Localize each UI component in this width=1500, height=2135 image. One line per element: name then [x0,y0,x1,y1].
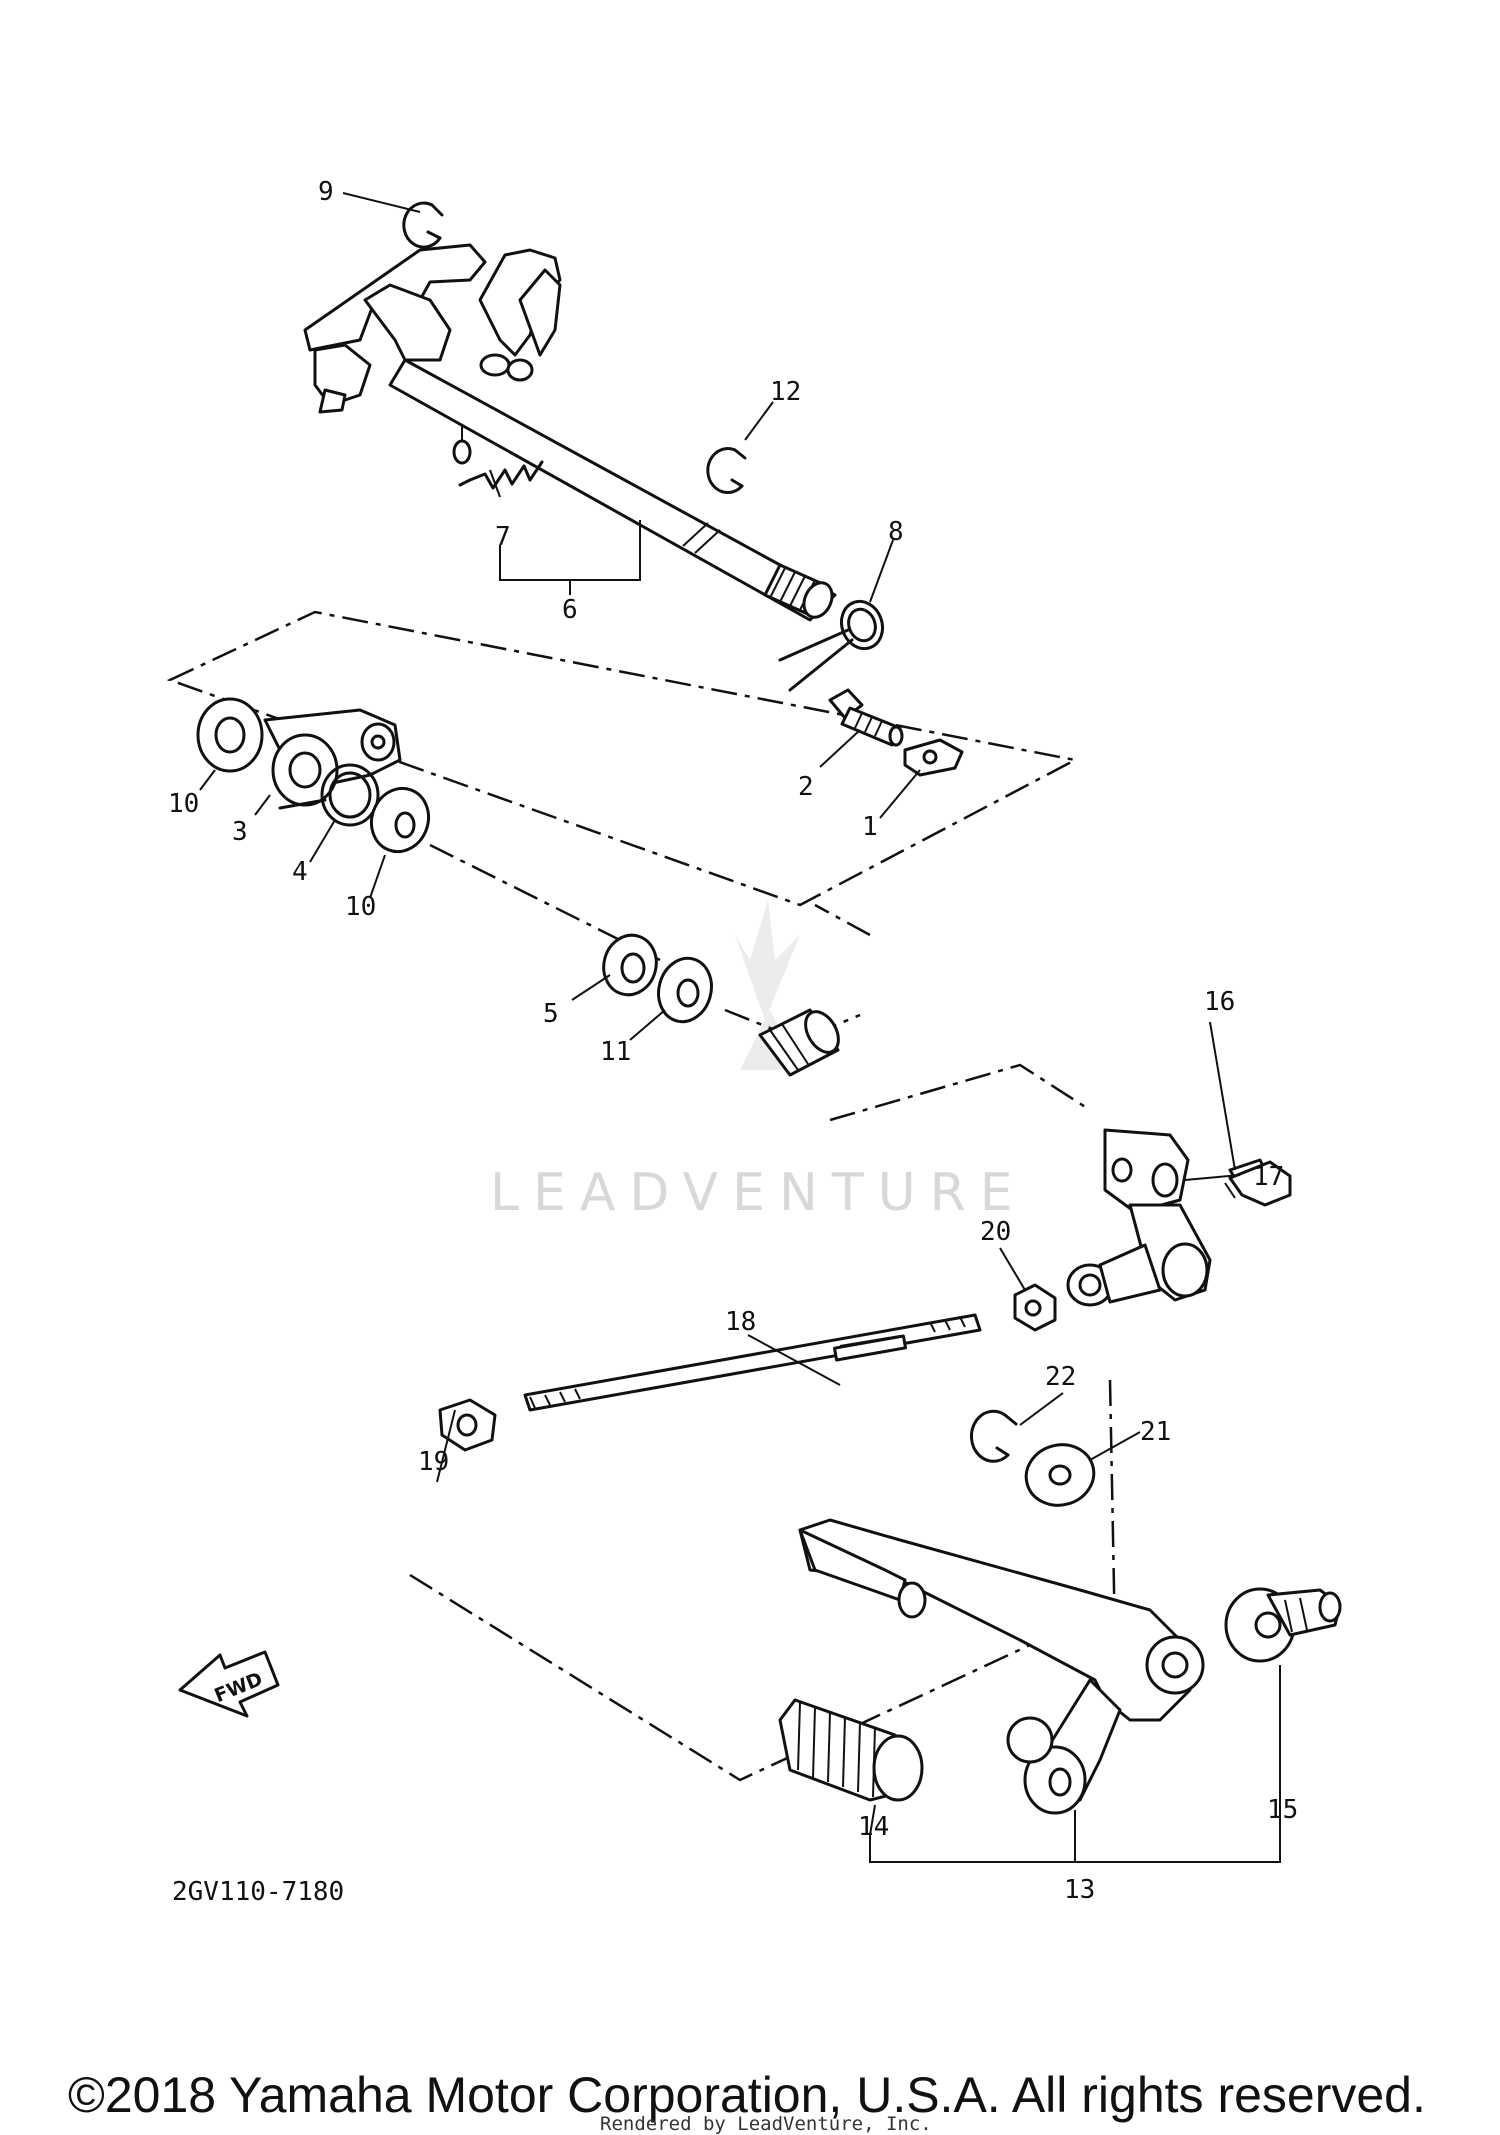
callout-6: 6 [562,595,578,625]
callout-1: 1 [862,812,878,842]
fwd-arrow-icon: FWD [178,1650,280,1718]
collar-5 [602,933,658,997]
watermark-text: LEADVENTURE [490,1163,1027,1223]
arm-17 [1066,1128,1212,1307]
callout-20: 20 [980,1217,1011,1247]
circlip-12 [706,447,747,494]
rendered-by-notice: Rendered by LeadVenture, Inc. [600,2113,932,2135]
spring-4 [278,763,380,827]
callout-12: 12 [770,377,801,407]
washer-11 [657,956,713,1024]
callout-4: 4 [292,857,308,887]
callout-18: 18 [725,1307,756,1337]
assembly-bracket-6 [499,520,641,595]
callout-10b: 10 [345,892,376,922]
shift-shaft-assembly [303,243,837,622]
callout-7: 7 [495,522,511,552]
pivot-bolt-15 [1224,1587,1342,1663]
nut-20 [1013,1283,1057,1332]
callout-2: 2 [798,772,814,802]
washer-21 [1024,1443,1096,1507]
circlip-22 [969,1409,1018,1463]
shift-pedal-13 [798,1518,1205,1815]
callout-21: 21 [1140,1417,1171,1447]
plate-1 [903,738,964,777]
callout-8: 8 [888,517,904,547]
callout-22: 22 [1045,1362,1076,1392]
callout-14: 14 [858,1812,889,1842]
callout-16: 16 [1204,987,1235,1017]
torsion-spring-8 [778,599,885,692]
watermark: LEADVENTURE [490,900,1027,1223]
callout-13: 13 [1064,1875,1095,1905]
bolt-2 [828,688,904,747]
copyright-notice: ©2018 Yamaha Motor Corporation, U.S.A. A… [68,2067,1426,2123]
tie-rod-18 [523,1313,982,1412]
washer-10b [370,786,430,854]
callout-5: 5 [543,999,559,1029]
callout-17: 17 [1253,1162,1284,1192]
leader-lines [199,192,1281,1836]
callout-15: 15 [1267,1795,1298,1825]
callout-11: 11 [600,1037,631,1067]
bolt-16 [1224,1158,1292,1207]
splined-shaft-end [758,1008,840,1077]
return-spring [452,425,544,490]
diagram-code: 2GV110-7180 [172,1877,344,1907]
callout-19: 19 [418,1447,449,1477]
footpeg-14 [778,1698,924,1802]
callout-9: 9 [318,177,334,207]
nut-19 [438,1398,497,1452]
assembly-outline [166,610,1131,1782]
circlip-9 [402,201,444,249]
callout-10a: 10 [168,789,199,819]
assembly-bracket-13 [869,1810,1281,1863]
callout-labels: 9 12 8 7 6 2 1 10 3 4 10 5 11 16 17 20 1… [168,177,1298,1905]
callout-3: 3 [232,817,248,847]
